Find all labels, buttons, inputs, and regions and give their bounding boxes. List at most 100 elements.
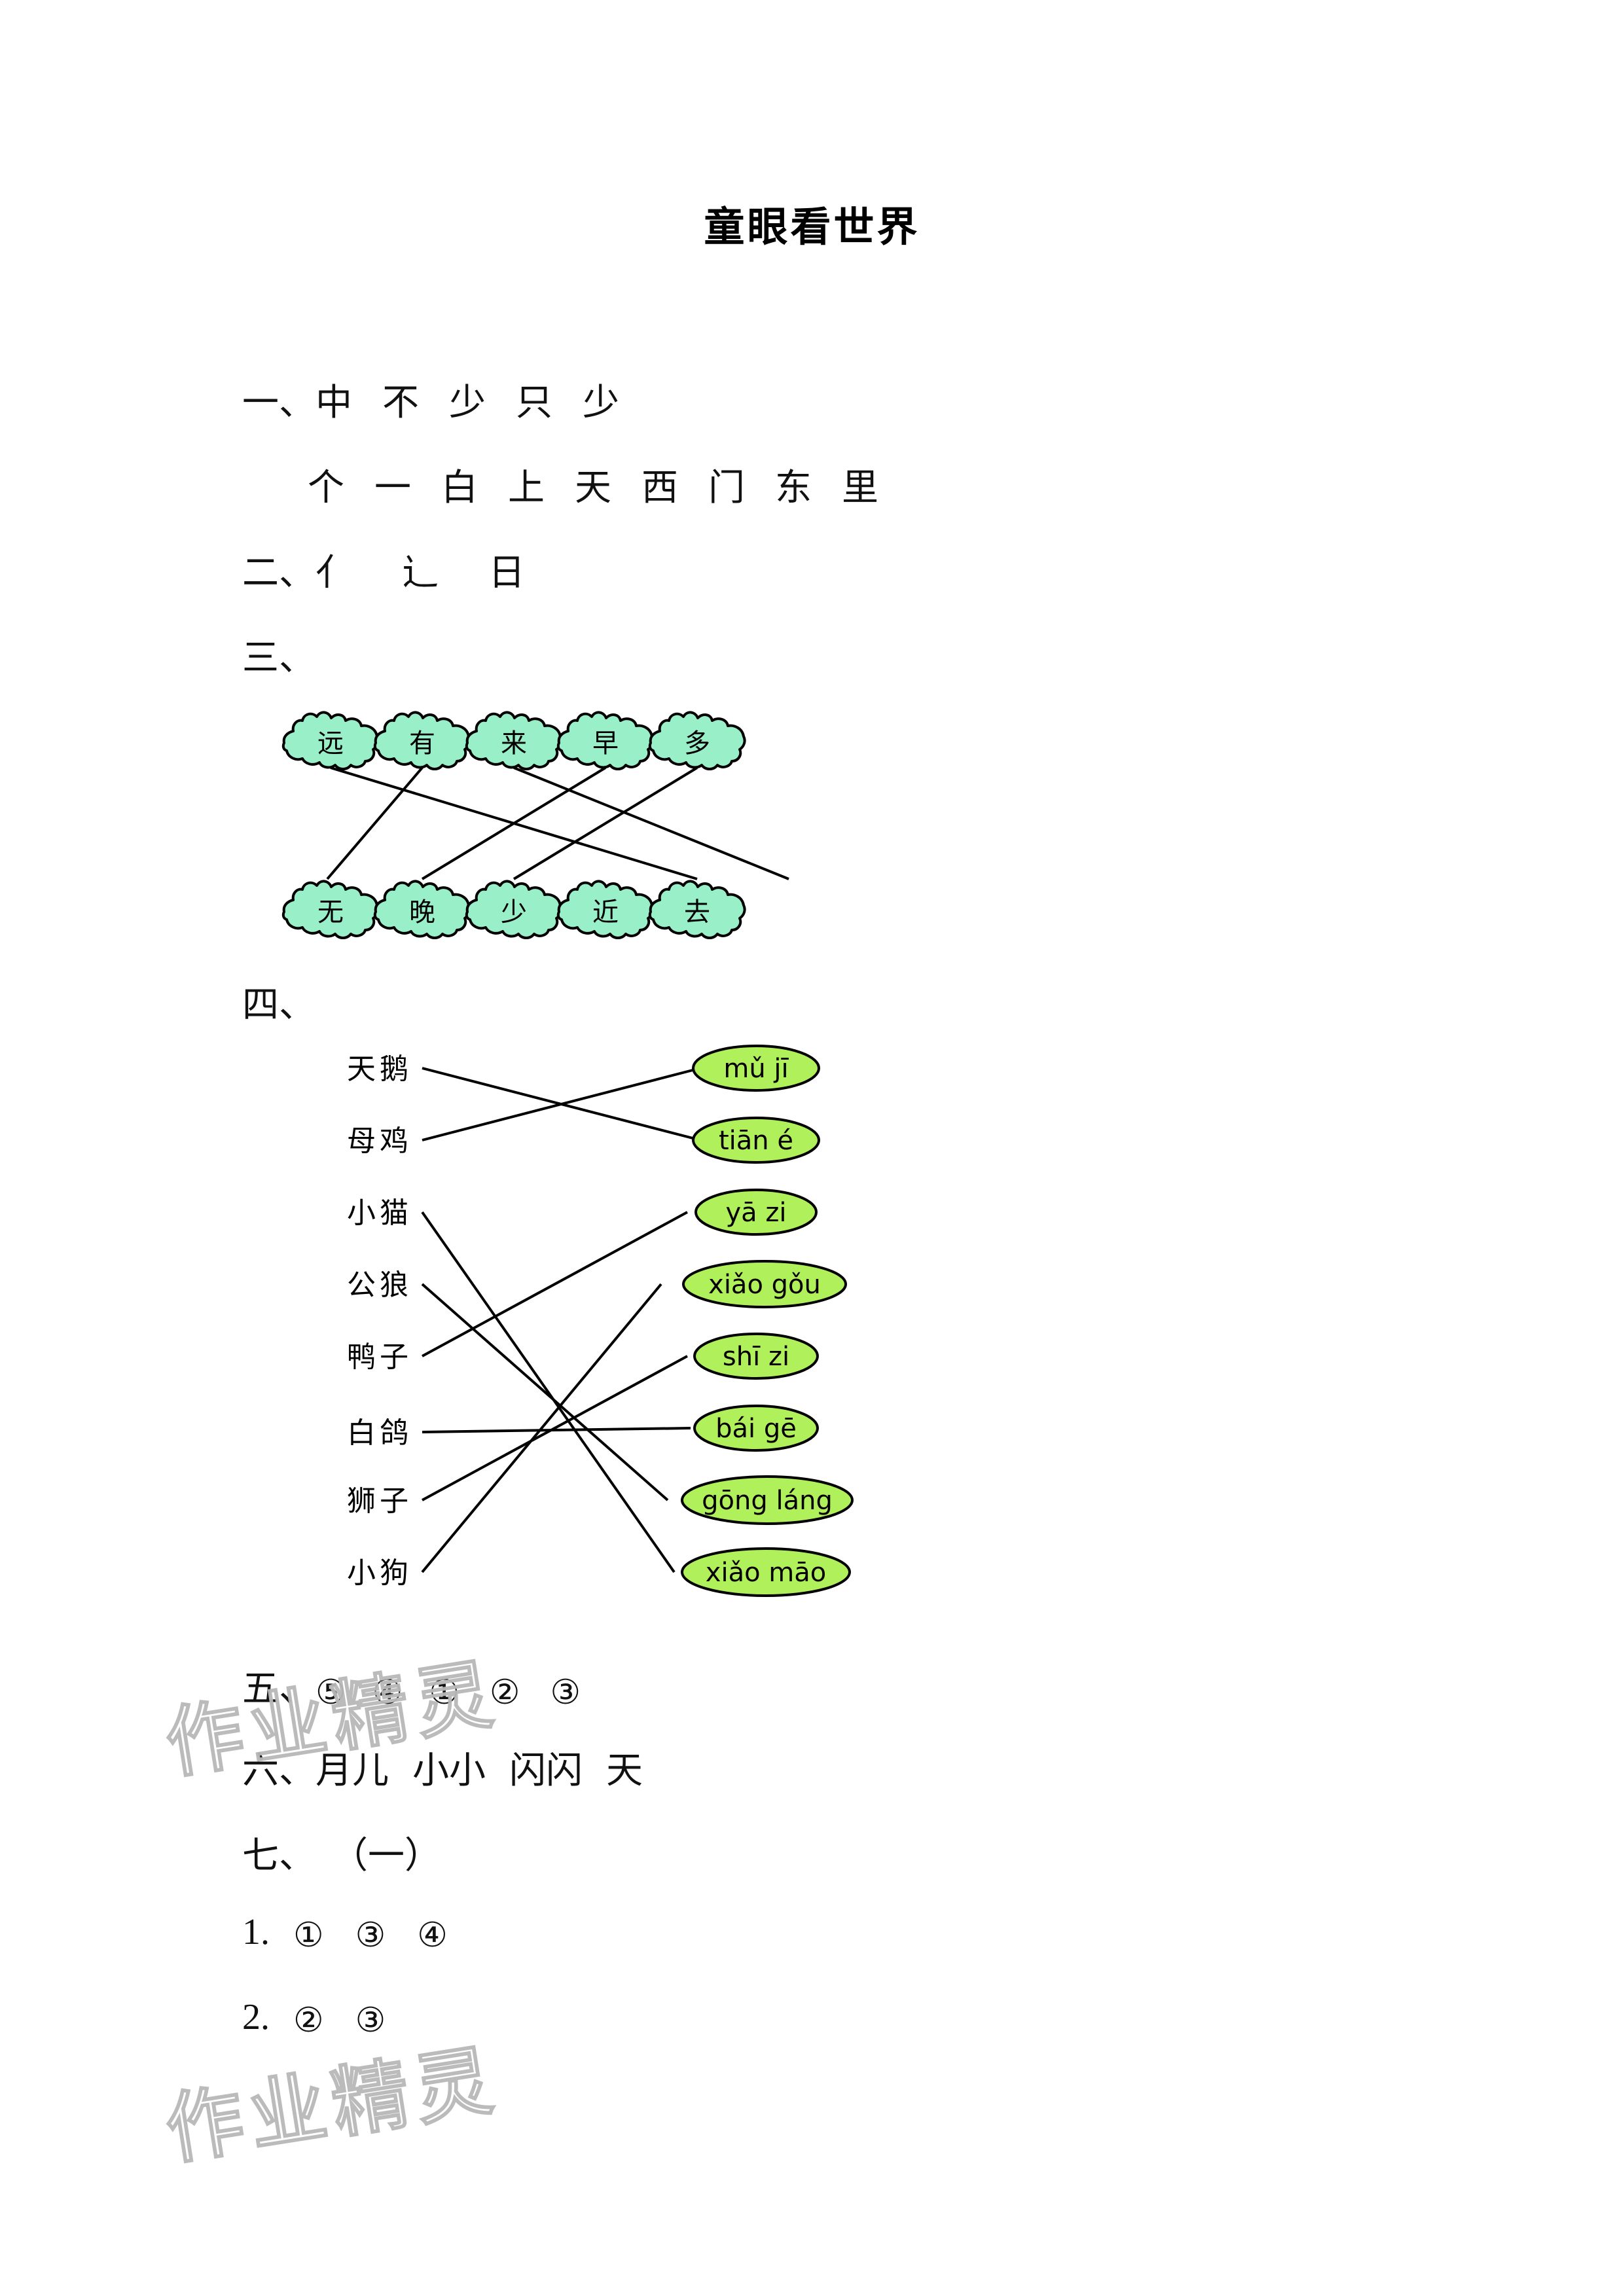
section-one-char: 白 xyxy=(441,468,478,509)
section-six-answer: 小小 xyxy=(412,1751,486,1791)
match-line-baige xyxy=(422,1427,691,1433)
pinyin-label: yā zi xyxy=(725,1198,786,1228)
section-three-label-row: 三、 xyxy=(242,628,316,681)
pinyin-oval xyxy=(693,1405,819,1452)
section-four-word-pinyin-matching: 天鹅 母鸡 小猫 公狼 鸭子 白鸽 狮子 小狗 mǔ jī tiān é yā … xyxy=(281,1041,1172,1643)
section-seven-line: 七、 （一） xyxy=(242,1826,441,1879)
match-left-word: 天鹅 xyxy=(347,1053,412,1085)
section-five-label: 五、 xyxy=(242,1669,316,1710)
circled-number: ④ xyxy=(372,1673,403,1712)
pinyin-oval xyxy=(682,1260,847,1308)
circled-number: ⑤ xyxy=(316,1673,346,1712)
section-two-line: 二、亻 辶 日 xyxy=(242,543,555,596)
section-one-char: 不 xyxy=(382,383,419,423)
section-six-line: 六、月儿小小闪闪天 xyxy=(242,1741,666,1794)
section-one-char: 上 xyxy=(508,468,545,509)
section-seven-subsection: （一） xyxy=(331,1836,441,1876)
match-left-column: 天鹅 母鸡 小猫 公狼 鸭子 白鸽 狮子 小狗 xyxy=(347,1053,412,1589)
circled-number: ③ xyxy=(355,1916,386,1955)
pinyin-oval xyxy=(693,1333,819,1380)
leaf-top-label: 来 xyxy=(501,728,527,758)
circled-number: ② xyxy=(489,1673,520,1712)
watermark: 作业精灵 xyxy=(159,2034,505,2176)
section-one-char: 西 xyxy=(641,468,678,509)
match-line-shizi xyxy=(422,1355,688,1501)
pinyin-oval xyxy=(695,1189,818,1236)
leaf-bottom-label: 去 xyxy=(684,897,710,927)
section-one-label: 一、 xyxy=(242,383,316,423)
match-left-word: 白鸽 xyxy=(347,1417,412,1449)
match-right-column: mǔ jī tiān é yā zi xiǎo gǒu shī zi bái g… xyxy=(681,1045,854,1597)
pinyin-oval xyxy=(681,1547,851,1597)
leaf-line-you-wu xyxy=(326,766,424,880)
pinyin-oval xyxy=(692,1117,820,1164)
pinyin-label: gōng láng xyxy=(702,1486,833,1516)
leaf-top-label: 多 xyxy=(684,728,710,758)
match-line-muji xyxy=(422,1067,701,1141)
match-line-yazi xyxy=(422,1211,688,1357)
pinyin-oval xyxy=(692,1045,820,1092)
section-one-char: 一 xyxy=(374,468,411,509)
section-one-char: 个 xyxy=(308,468,344,509)
section-one-line1: 一、中不少只少 xyxy=(242,373,649,426)
match-line-xiaogou xyxy=(421,1283,662,1573)
pinyin-label: xiǎo gǒu xyxy=(708,1270,821,1300)
section-six-answer: 闪闪 xyxy=(509,1751,583,1791)
section-two-label: 二、 xyxy=(242,553,316,594)
section-one-char: 只 xyxy=(516,383,552,423)
pinyin-label: mǔ jī xyxy=(723,1054,789,1084)
circled-number: ④ xyxy=(417,1916,448,1955)
section-four-label: 四、 xyxy=(242,985,316,1026)
section-one-char: 门 xyxy=(708,468,745,509)
section-one-char: 天 xyxy=(575,468,611,509)
section-one-line2: 个一白上天西门东里 xyxy=(308,458,909,511)
section-two-char: 亻 xyxy=(316,553,352,594)
match-left-word: 母鸡 xyxy=(347,1125,412,1157)
match-left-word: 小猫 xyxy=(347,1197,412,1229)
section-one-char: 少 xyxy=(583,383,619,423)
pinyin-oval xyxy=(681,1475,854,1525)
leaf-top-label: 早 xyxy=(592,728,619,758)
section-four-label-row: 四、 xyxy=(242,975,316,1028)
section-two-char: 日 xyxy=(488,553,525,594)
pinyin-label: tiān é xyxy=(719,1126,793,1156)
leaf-top-row: 远 有 来 早 多 xyxy=(281,711,746,770)
section-six-answer: 天 xyxy=(606,1751,643,1791)
item-number: 2. xyxy=(242,1997,270,2037)
section-six-answer: 月儿 xyxy=(316,1751,389,1791)
section-seven-label: 七、 xyxy=(242,1836,316,1876)
circled-number: ③ xyxy=(355,2001,386,2040)
section-one-char: 中 xyxy=(316,383,352,423)
match-left-word: 公狼 xyxy=(347,1269,412,1301)
leaf-bottom-label: 近 xyxy=(592,897,619,927)
leaf-line-zao-wan xyxy=(421,766,607,880)
match-left-word: 狮子 xyxy=(347,1485,412,1517)
leaf-line-duo-shao xyxy=(513,766,698,880)
match-left-word: 鸭子 xyxy=(347,1341,412,1373)
leaf-connection-lines xyxy=(326,766,789,880)
section-three-leaf-matching: 远 有 来 早 多 无 晚 少 近 去 xyxy=(281,691,1028,965)
pinyin-label: shī zi xyxy=(723,1342,789,1372)
leaf-top-label: 有 xyxy=(409,728,435,758)
circled-number: ② xyxy=(293,2001,324,2040)
leaf-bottom-label: 晚 xyxy=(409,897,435,927)
circled-number: ① xyxy=(429,1673,460,1712)
leaf-line-lai-qu xyxy=(513,766,789,880)
item-number: 1. xyxy=(242,1912,270,1952)
circled-number: ① xyxy=(293,1916,324,1955)
pinyin-label: bái gē xyxy=(715,1414,797,1444)
page-title: 童眼看世界 xyxy=(704,203,920,251)
match-connection-lines xyxy=(421,1067,701,1573)
leaf-top-label: 远 xyxy=(317,728,344,758)
section-six-label: 六、 xyxy=(242,1751,316,1791)
leaf-bottom-label: 少 xyxy=(501,897,527,927)
section-three-label: 三、 xyxy=(242,638,316,679)
section-two-char: 辶 xyxy=(402,553,439,594)
pinyin-label: xiǎo māo xyxy=(706,1558,826,1588)
match-left-word: 小狗 xyxy=(347,1557,412,1589)
leaf-bottom-row: 无 晚 少 近 去 xyxy=(281,880,746,939)
leaf-bottom-label: 无 xyxy=(317,897,344,927)
